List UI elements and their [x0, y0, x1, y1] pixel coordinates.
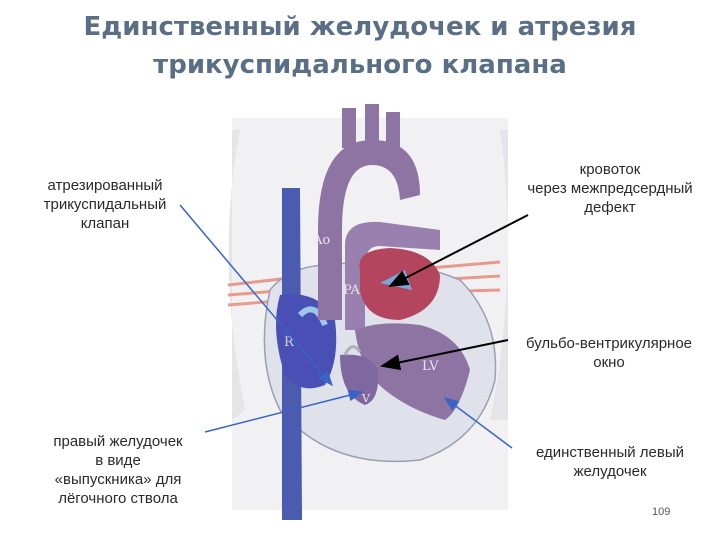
label-atrial-septal-flow: кровоток через межпредсердный дефект: [500, 160, 720, 217]
heart-label-v: V: [361, 392, 371, 405]
label-single-left-ventricle: единственный левый желудочек: [505, 443, 715, 481]
label-bulbo-ventricular-window: бульбо-вентрикулярное окно: [500, 334, 718, 372]
heart-label-ao: Ao: [312, 233, 330, 248]
page-number: 109: [652, 506, 670, 518]
label-tricuspid-atresia: атрезированный трикуспидальный клапан: [20, 176, 190, 233]
heart-label-lv: LV: [422, 359, 439, 374]
heart-label-pa: PA: [343, 283, 361, 298]
label-right-ventricle: правый желудочек в виде «выпускника» для…: [18, 432, 218, 508]
heart-label-ra: R: [284, 335, 295, 350]
